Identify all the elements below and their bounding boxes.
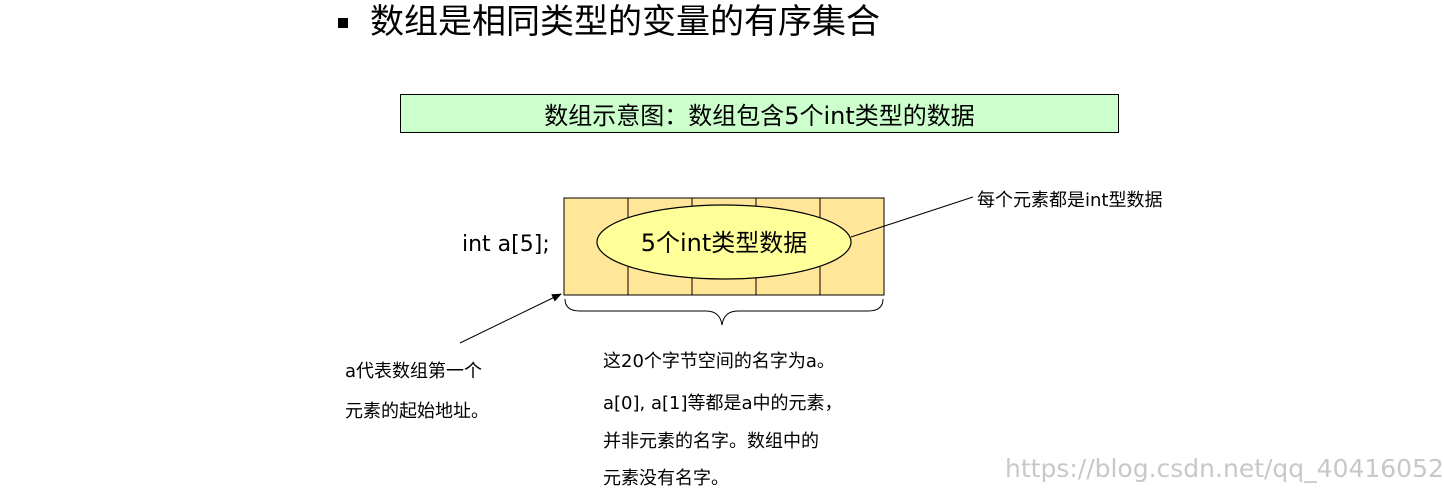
space-note-line-4: 元素没有名字。 [603,468,729,489]
name-note-line-1: a代表数组第一个 [345,361,483,382]
watermark: https://blog.csdn.net/qq_40416052 [1005,454,1444,483]
diagram-caption-box: 数组示意图：数组包含5个int类型的数据 [400,94,1119,133]
space-note-line-1: 这20个字节空间的名字为a。 [603,351,835,372]
name-note-line-2: 元素的起始地址。 [345,401,489,422]
heading-row: 数组是相同类型的变量的有序集合 [338,0,880,44]
ellipse-label: 5个int类型数据 [641,229,808,257]
byte-span-brace [564,298,884,326]
space-note-line-2: a[0], a[1]等都是a中的元素， [603,393,843,414]
element-type-note: 每个元素都是int型数据 [977,190,1163,211]
space-note-line-3: 并非元素的名字。数组中的 [603,431,819,452]
data-ellipse [596,204,852,280]
bullet-square-icon [338,18,348,28]
start-address-arrow [459,293,562,344]
page-title: 数组是相同类型的变量的有序集合 [370,2,880,42]
array-declaration: int a[5]; [462,232,550,257]
element-note-leader-line [850,196,974,238]
diagram-caption: 数组示意图：数组包含5个int类型的数据 [544,102,975,130]
